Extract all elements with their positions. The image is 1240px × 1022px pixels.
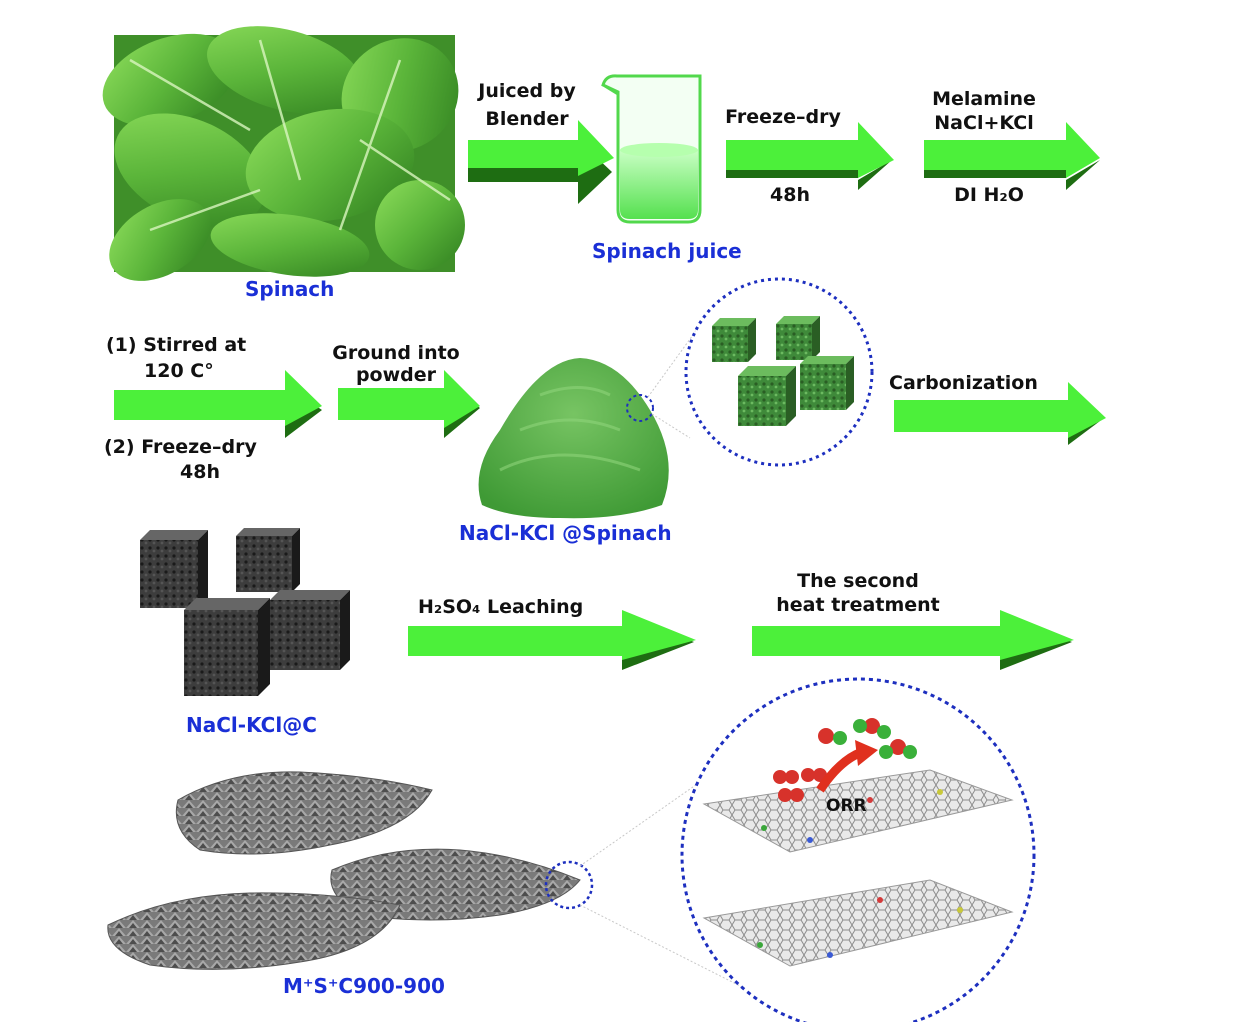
powder-label: NaCl-KCl @Spinach <box>459 521 672 545</box>
freeze-dry-step-time: 48h <box>180 461 220 483</box>
arrow-juice <box>468 120 614 204</box>
arrow-leaching <box>408 610 696 670</box>
ground-label-1: Ground into <box>332 342 460 364</box>
water-label: DI H₂O <box>954 184 1024 206</box>
magnify-marker-sheet <box>544 860 594 910</box>
graphene-layer-bottom <box>702 879 1014 967</box>
carbon-sheets <box>107 771 581 970</box>
carbonization-label: Carbonization <box>889 372 1038 394</box>
zoom-line-sheet-top <box>579 781 701 867</box>
stirred-label-2: 120 C° <box>144 360 214 382</box>
juiced-label-1: Juiced by <box>478 80 576 102</box>
zoom-line-sheet-bottom <box>579 904 749 991</box>
graphene-layer-top <box>702 769 1014 853</box>
magnify-marker-powder <box>626 394 654 422</box>
freeze-dry-step-label: (2) Freeze–dry <box>104 436 257 458</box>
arrow-heat-treatment <box>752 610 1074 670</box>
heat-treatment-label-2: heat treatment <box>776 594 940 616</box>
salt-label: NaCl+KCl <box>934 112 1034 134</box>
stirred-label-1: (1) Stirred at <box>106 334 247 356</box>
ground-label-2: powder <box>355 364 437 386</box>
arrow-stirred <box>114 370 322 438</box>
zoom-line-bottom <box>651 413 691 439</box>
heat-treatment-label-1: The second <box>797 570 919 592</box>
beaker-icon <box>601 74 702 224</box>
leaching-label: H₂SO₄ Leaching <box>418 596 584 618</box>
juiced-label-2: Blender <box>485 108 569 130</box>
reaction-arrow-head <box>855 740 878 766</box>
orr-label: ORR <box>826 796 867 816</box>
carbon-cubes-label: NaCl-KCl@C <box>186 713 317 737</box>
carbon-cubes <box>140 528 350 696</box>
green-powder-pile <box>478 358 669 519</box>
spinach-juice-label: Spinach juice <box>592 239 742 263</box>
spinach-label: Spinach <box>245 277 335 301</box>
arrow-freeze-dry <box>726 122 894 190</box>
arrow-carbonization <box>894 382 1106 445</box>
product-molecules <box>818 718 917 759</box>
arrow-melamine <box>924 122 1100 190</box>
arrow-ground <box>338 370 480 438</box>
freeze-dry-label: Freeze–dry <box>725 106 841 128</box>
product-label: M⁺S⁺C900-900 <box>283 974 445 998</box>
green-cubes <box>712 316 854 426</box>
melamine-label: Melamine <box>932 88 1036 110</box>
oxygen-molecules <box>773 768 827 802</box>
spinach-photo <box>102 26 465 281</box>
freeze-dry-time-label: 48h <box>770 184 810 206</box>
